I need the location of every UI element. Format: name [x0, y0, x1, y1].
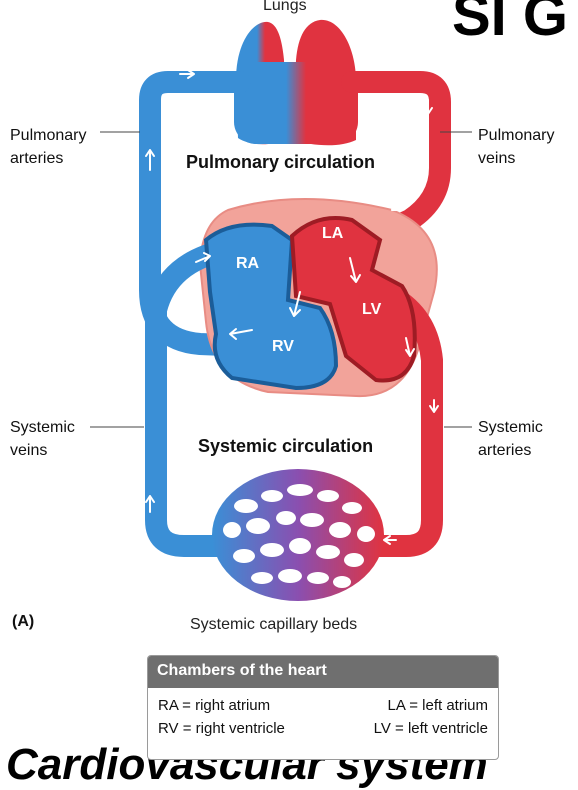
legend-rv: RV = right ventricle — [158, 720, 285, 737]
pulmonary-vein-loop — [329, 71, 451, 263]
leader-lines — [90, 131, 472, 428]
chambers-legend: Chambers of the heart RA = right atrium … — [147, 655, 499, 760]
pulmonary-circulation-label: Pulmonary circulation — [186, 152, 375, 172]
capillary-bed — [212, 469, 384, 601]
chamber-lv-label: LV — [362, 301, 382, 318]
pulmonary-veins-label-line2: veins — [478, 150, 515, 167]
legend-body: RA = right atrium LA = left atrium RV = … — [148, 688, 498, 746]
lungs-shape — [234, 19, 358, 146]
left-heart-shape — [289, 216, 417, 383]
flow-arrows — [145, 69, 439, 545]
systemic-vein-loop — [145, 239, 237, 557]
heading-fragment-top-right: SI G — [452, 0, 569, 48]
legend-row: RV = right ventricle LV = left ventricle — [158, 717, 488, 740]
systemic-arteries-label-line2: arteries — [478, 442, 531, 459]
systemic-veins-label-line2: veins — [10, 442, 47, 459]
right-heart-shape — [203, 222, 339, 391]
lungs-label: Lungs — [263, 0, 307, 14]
legend-title: Chambers of the heart — [148, 656, 498, 688]
legend-lv: LV = left ventricle — [373, 720, 488, 737]
chamber-la-label: LA — [322, 225, 344, 242]
systemic-circulation-label: Systemic circulation — [198, 436, 373, 456]
chamber-ra-label: RA — [236, 255, 260, 272]
capillary-beds-label: Systemic capillary beds — [190, 616, 357, 633]
legend-row: RA = right atrium LA = left atrium — [158, 694, 488, 717]
pulmonary-artery-loop — [139, 71, 261, 357]
pulmonary-veins-label-line1: Pulmonary — [478, 127, 554, 144]
systemic-veins-label-line1: Systemic — [10, 419, 75, 436]
panel-label: (A) — [12, 613, 34, 630]
legend-la: LA = left atrium — [387, 697, 488, 714]
legend-ra: RA = right atrium — [158, 697, 271, 714]
systemic-arteries-label-line1: Systemic — [478, 419, 543, 436]
chamber-rv-label: RV — [272, 338, 294, 355]
pulmonary-arteries-label-line2: arteries — [10, 150, 63, 167]
pulmonary-arteries-label-line1: Pulmonary — [10, 127, 86, 144]
